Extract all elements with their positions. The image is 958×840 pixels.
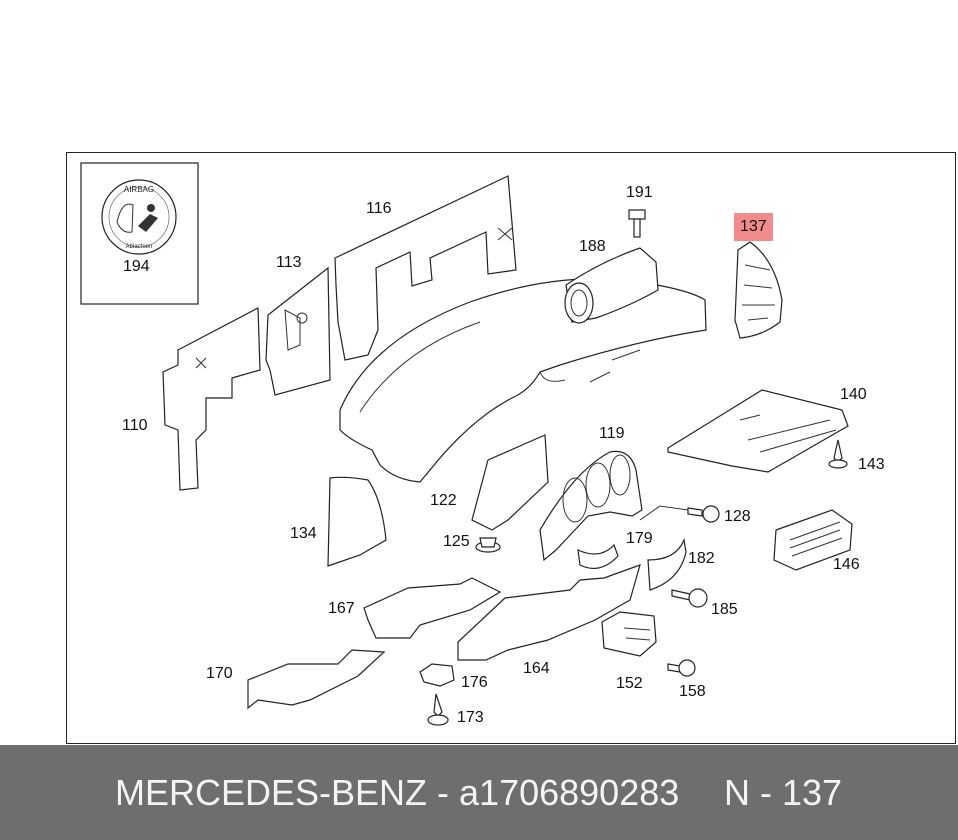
part-185-screw xyxy=(671,588,708,608)
airbag-emblem-text-bottom: Ablacfoen xyxy=(126,244,153,250)
part-128-screw xyxy=(687,505,720,523)
callout-116: 116 xyxy=(366,200,392,217)
part-122-bracket xyxy=(471,434,549,531)
part-134-side-trim xyxy=(327,476,387,567)
callout-185: 185 xyxy=(711,601,738,618)
part-125-clip xyxy=(475,537,501,553)
callout-140: 140 xyxy=(840,386,867,403)
part-182-trim xyxy=(647,537,687,591)
callout-173: 173 xyxy=(457,709,484,726)
footer-bar: MERCEDES-BENZ - a1706890283 N - 137 xyxy=(0,745,958,840)
parts-diagram: AIRBAG Ablacfoen xyxy=(80,162,853,726)
part-158-screw xyxy=(667,659,696,677)
part-143-screw xyxy=(828,439,848,469)
part-146-air-vent xyxy=(773,509,853,571)
callout-194: 194 xyxy=(123,258,150,275)
callout-182: 182 xyxy=(688,550,715,567)
callout-143: 143 xyxy=(858,456,885,473)
part-110-insulation xyxy=(162,307,261,491)
callout-113: 113 xyxy=(276,254,302,271)
part-164-lower-frame xyxy=(457,564,641,661)
part-119-instrument-frame xyxy=(539,450,643,562)
part-116-insulation xyxy=(334,175,517,361)
part-137-side-cover xyxy=(734,241,783,339)
callout-146: 146 xyxy=(833,556,860,573)
part-176-clip xyxy=(419,663,455,687)
callout-167: 167 xyxy=(328,600,355,617)
part-170-cover xyxy=(247,649,386,710)
callout-125: 125 xyxy=(443,533,470,550)
callout-110: 110 xyxy=(122,417,148,434)
callout-134: 134 xyxy=(290,525,317,542)
footer-ref: N - 137 xyxy=(724,772,843,813)
callout-176: 176 xyxy=(461,674,488,691)
part-173-screw xyxy=(427,693,449,726)
airbag-emblem-text-top: AIRBAG xyxy=(124,185,154,194)
part-dashboard-carrier xyxy=(339,278,707,483)
callout-191: 191 xyxy=(626,184,653,201)
part-152-vent xyxy=(601,611,657,657)
part-179-trim xyxy=(577,543,619,570)
footer-title: MERCEDES-BENZ - a1706890283 xyxy=(115,772,680,813)
airbag-emblem-icon: AIRBAG Ablacfoen xyxy=(101,179,177,255)
part-167-cover xyxy=(363,577,502,639)
callout-152: 152 xyxy=(616,675,643,692)
callout-170: 170 xyxy=(206,665,233,682)
callout-158: 158 xyxy=(679,683,706,700)
callout-179: 179 xyxy=(626,530,653,547)
callout-137-highlighted: 137 xyxy=(734,213,773,241)
part-140-lower-panel xyxy=(667,389,849,473)
callout-122: 122 xyxy=(430,492,457,509)
callout-188: 188 xyxy=(579,238,606,255)
callout-128: 128 xyxy=(724,508,751,525)
callout-119: 119 xyxy=(599,425,625,442)
part-113-insulation xyxy=(265,266,331,396)
part-191-screw xyxy=(628,209,646,238)
callout-164: 164 xyxy=(523,660,550,677)
